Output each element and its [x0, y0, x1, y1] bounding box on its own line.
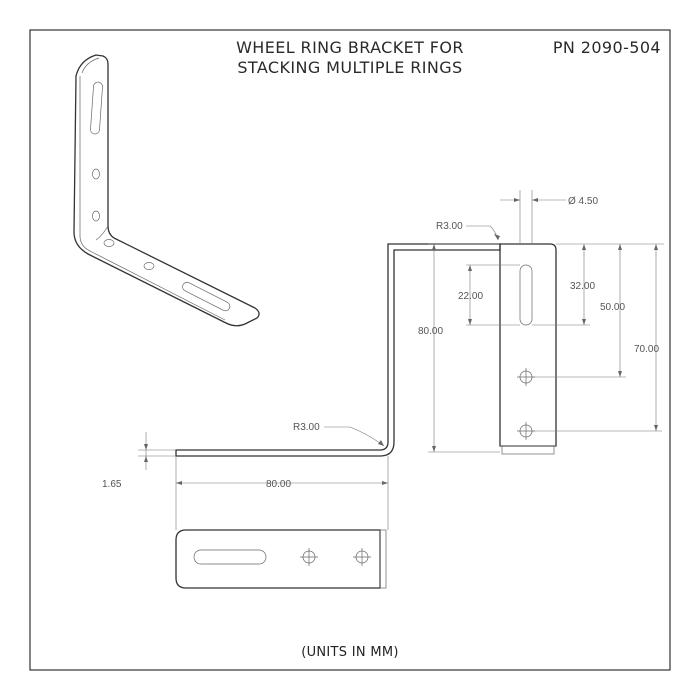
- iso-hole-2: [92, 210, 100, 222]
- bottom-slot: [193, 549, 267, 565]
- side-view: [175, 243, 557, 457]
- title-line-1: WHEEL RING BRACKET FOR: [236, 38, 464, 57]
- title-line-2: STACKING MULTIPLE RINGS: [237, 58, 462, 77]
- dim-hole1-offset: 50.00: [600, 302, 625, 313]
- drawing-border: [29, 29, 671, 671]
- dim-slot-offset: 32.00: [570, 281, 595, 292]
- units-note: (UNITS IN MM): [301, 645, 399, 660]
- isometric-view: [73, 54, 260, 327]
- iso-hole-4: [143, 262, 155, 270]
- dim-hole2-offset: 70.00: [634, 344, 659, 355]
- dim-horizontal-leg: 80.00: [266, 479, 291, 490]
- dim-slot-length: 22.00: [458, 291, 483, 302]
- iso-hole-1: [92, 168, 100, 180]
- side-vertical-slot: [519, 264, 533, 326]
- dim-hole-diameter: Ø 4.50: [568, 196, 598, 207]
- bottom-hole-1: [300, 548, 318, 566]
- dimension-annotations: Ø 4.50 R3.00 22.00 80.00 32.00 50.00 70.…: [102, 190, 664, 530]
- part-number: PN 2090-504: [553, 38, 661, 57]
- iso-hole-3: [103, 239, 115, 247]
- dim-bottom-radius: R3.00: [293, 422, 320, 433]
- dim-vertical-leg: 80.00: [418, 326, 443, 337]
- bottom-hole-2: [353, 548, 371, 566]
- bottom-plate-view: [175, 529, 387, 589]
- iso-vertical-slot: [90, 81, 103, 135]
- dim-top-radius: R3.00: [436, 221, 463, 232]
- iso-horizontal-slot: [182, 281, 231, 312]
- dim-thickness: 1.65: [102, 479, 122, 490]
